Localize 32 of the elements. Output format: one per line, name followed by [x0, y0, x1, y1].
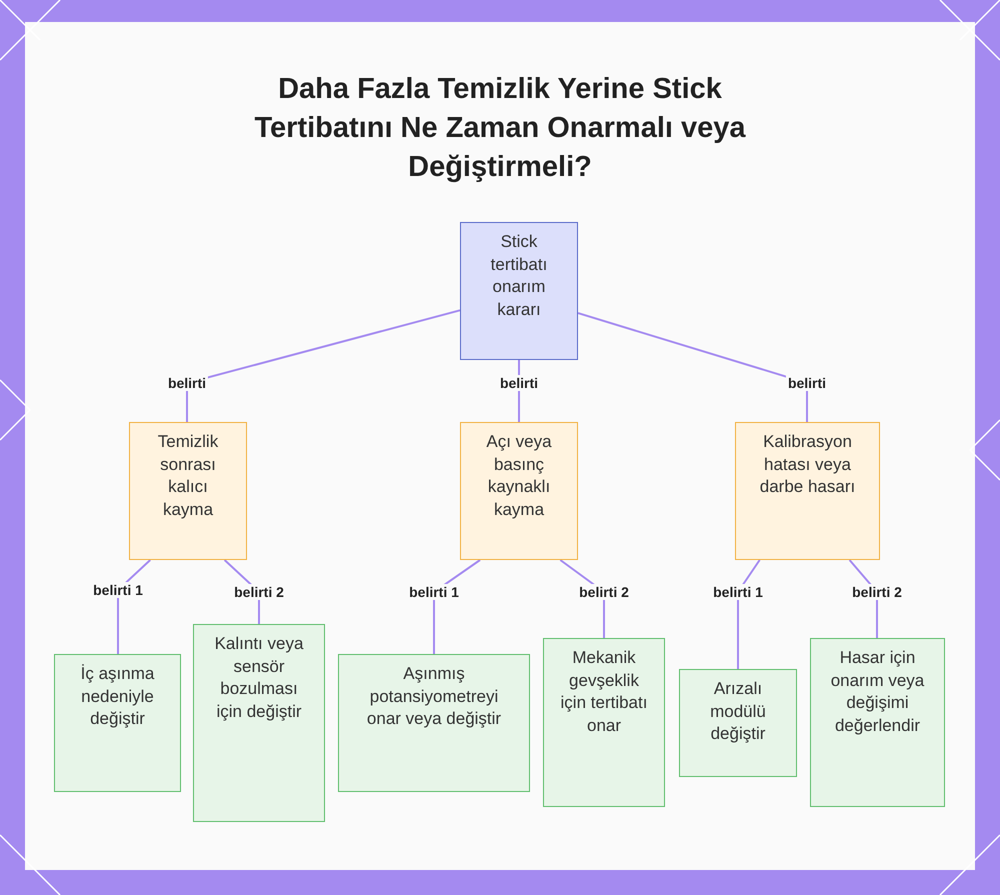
action-box [810, 638, 945, 807]
node-text: Mekanik gevşeklik için tertibatı onar [560, 647, 648, 736]
action-box [338, 654, 530, 792]
node-text: Açı veya basınç kaynaklı kayma [485, 431, 553, 520]
edge-label: belirti 1 [407, 584, 461, 600]
action-box [193, 624, 325, 822]
edge-label: belirti 1 [711, 584, 765, 600]
action-box [54, 654, 181, 792]
node-text: Hasar için onarım veya değişimi değerlendir [830, 647, 926, 736]
action-box [679, 669, 797, 777]
node-text: Temizlik sonrası kalıcı kayma [156, 431, 220, 520]
node-text: Kalıntı veya sensör bozulması için değiştir [214, 633, 304, 723]
connector-line [578, 312, 808, 422]
node-text: Stick tertibatı onarım kararı [490, 231, 548, 320]
symptom-box [460, 422, 578, 560]
node-text: Arızalı modülü değiştir [709, 678, 767, 745]
node-text: Aşınmış potansiyometreyi onar veya değiştir [366, 663, 502, 730]
edge-label: belirti [166, 375, 208, 391]
edge-label: belirti 1 [91, 582, 145, 598]
action-box [543, 638, 665, 807]
connector-line [186, 309, 460, 422]
edge-label: belirti [786, 375, 828, 391]
symptom-box [735, 422, 880, 560]
node-text: Kalibrasyon hatası veya darbe hasarı [758, 431, 856, 498]
edge-label: belirti [498, 375, 540, 391]
edge-label: belirti 2 [577, 584, 631, 600]
edge-label: belirti 2 [850, 584, 904, 600]
symptom-box [129, 422, 247, 560]
root-box [460, 222, 578, 360]
diagram-title: Daha Fazla Temizlik Yerine Stick Tertibatını Ne Zaman Onarmalı veya Değiştirmeli? [253, 72, 747, 185]
node-text: İç aşınma nedeniyle değiştir [80, 663, 156, 730]
edge-label: belirti 2 [232, 584, 286, 600]
